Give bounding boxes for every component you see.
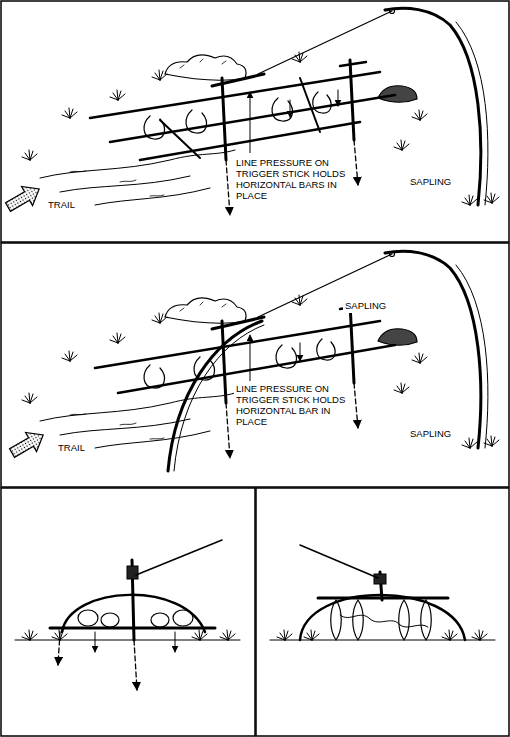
- part-label: SAPLING: [408, 428, 453, 441]
- part-label: TRAIL: [56, 442, 87, 455]
- snare-drawing: [7, 251, 500, 471]
- snare-drawing: [3, 8, 500, 216]
- snare-front-view: [15, 540, 240, 690]
- trail-arrow: [3, 179, 45, 216]
- callout-text: LINE PRESSURE ON TRIGGER STICK HOLDS HOR…: [234, 157, 348, 203]
- callout-text: LINE PRESSURE ON TRIGGER STICK HOLDS HOR…: [234, 383, 348, 429]
- leader-arrow: [250, 335, 251, 381]
- leader-arrow: [250, 92, 251, 153]
- part-label: TRAIL: [46, 199, 77, 212]
- part-label: SAPLING: [343, 300, 388, 313]
- part-label: SAPLING: [408, 176, 453, 189]
- snare-front-view: [270, 545, 495, 640]
- trail-arrow: [7, 425, 49, 462]
